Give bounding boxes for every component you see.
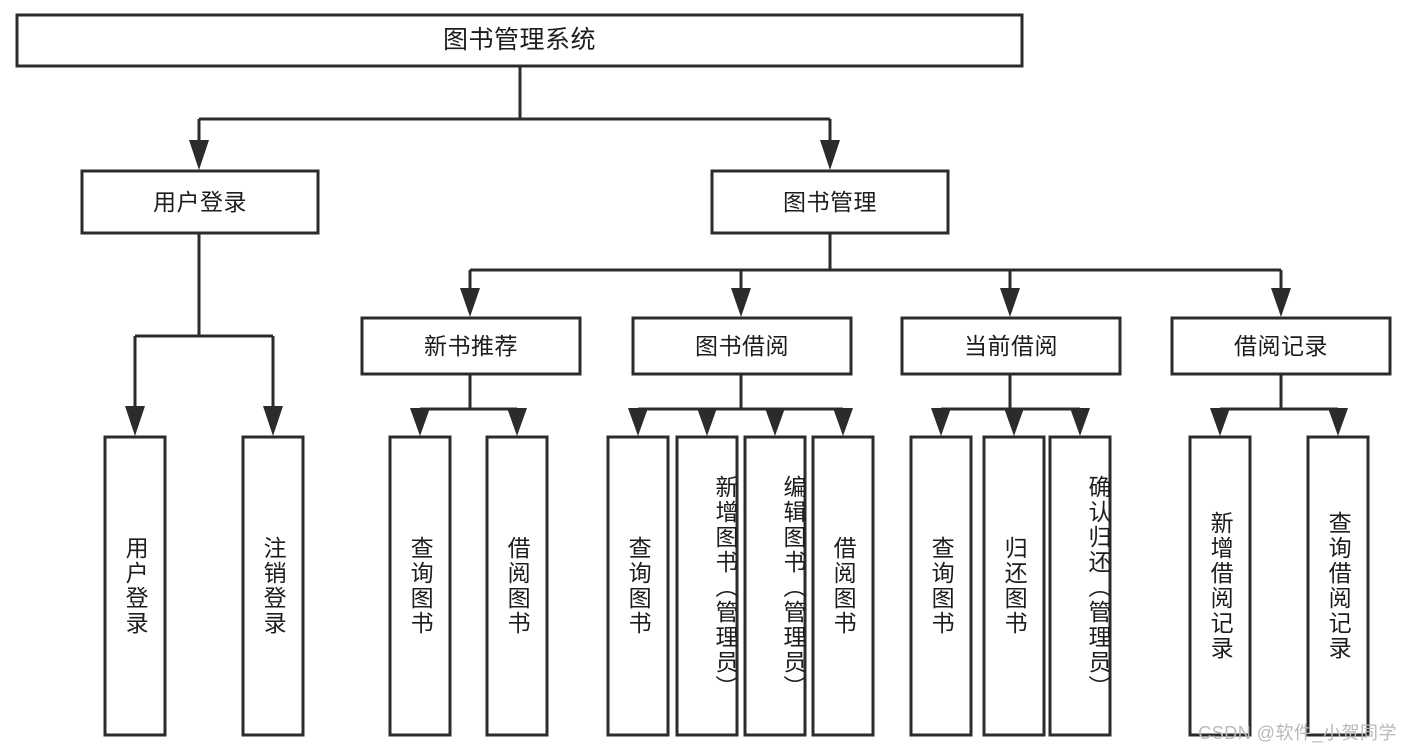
arrow-head-leaf-edit-book [765,408,785,436]
node-box-leaf-return-book[interactable] [982,435,1046,737]
arrow-head-leaf-query-book-2 [628,408,648,436]
node-box-leaf-user-login[interactable] [103,435,167,737]
node-box-borrow-record[interactable] [1170,316,1392,376]
arrow-head-book-borrow [731,288,751,317]
node-box-leaf-edit-book[interactable] [743,435,807,737]
arrow-head-leaf-add-record [1210,408,1230,436]
arrow-head-leaf-confirm-return [1070,408,1090,436]
arrow-head-leaf-user-logout [263,406,283,436]
node-box-leaf-user-logout[interactable] [241,435,305,737]
node-box-user-login[interactable] [80,169,320,235]
node-box-leaf-query-record[interactable] [1306,435,1370,737]
arrow-head-leaf-borrow-book-2 [833,408,853,436]
arrow-head-current-borrow [1000,288,1020,317]
node-box-current-borrow[interactable] [900,316,1122,376]
arrow-head-leaf-return-book [1004,408,1024,436]
node-box-leaf-add-book[interactable] [675,435,739,737]
node-box-book-manage[interactable] [710,169,950,235]
arrow-head-user-login [189,140,209,170]
node-box-book-borrow[interactable] [631,316,853,376]
node-box-leaf-query-book-1[interactable] [388,435,452,737]
arrow-head-leaf-query-book-3 [931,408,951,436]
node-box-leaf-add-record[interactable] [1188,435,1252,737]
arrow-head-leaf-query-record [1328,408,1348,436]
node-box-leaf-query-book-2[interactable] [606,435,670,737]
arrow-head-borrow-record [1271,288,1291,317]
node-box-leaf-borrow-book-1[interactable] [485,435,549,737]
arrow-head-new-book-recommend [460,288,480,317]
arrow-head-leaf-borrow-book-1 [507,408,527,436]
arrow-head-leaf-user-login [125,406,145,436]
node-box-root[interactable] [15,13,1024,68]
arrow-head-leaf-add-book [697,408,717,436]
node-box-leaf-query-book-3[interactable] [909,435,973,737]
node-box-leaf-confirm-return[interactable] [1048,435,1112,737]
node-box-new-book-recommend[interactable] [360,316,582,376]
arrow-head-leaf-query-book-1 [410,408,430,436]
arrow-head-book-manage [820,140,840,170]
node-box-leaf-borrow-book-2[interactable] [811,435,875,737]
